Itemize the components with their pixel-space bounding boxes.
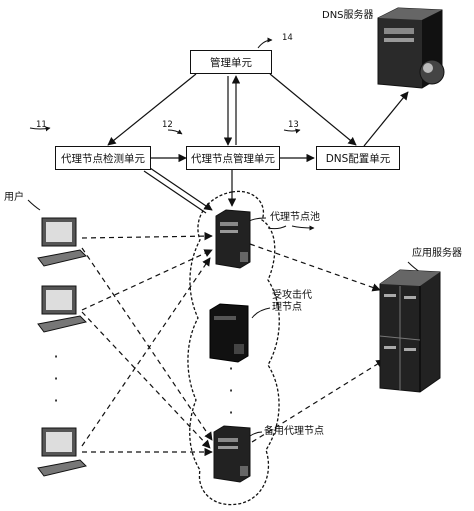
backup-proxy-node-server-icon	[213, 425, 251, 483]
proxy-detection-unit-box: 代理节点检测单元	[55, 146, 151, 170]
attacked-node-label: 受攻击代 理节点	[272, 290, 312, 313]
proxy-management-unit-box: 代理节点管理单元	[186, 146, 280, 170]
management-unit-box: 管理单元	[190, 50, 272, 74]
reference-leaders	[29, 37, 301, 135]
user-label: 用户	[4, 192, 24, 203]
proxy-pool-cloud	[187, 190, 280, 506]
ref-number-detection: 11	[36, 120, 47, 130]
application-server-icon	[379, 269, 441, 393]
dns-config-unit-box: DNS配置单元	[316, 146, 400, 170]
user-computer-icon	[37, 217, 87, 267]
dns-server-icon	[377, 7, 445, 89]
dns-server-label: DNS服务器	[322, 10, 374, 21]
user-computer-icon	[37, 427, 87, 477]
management-connections	[107, 73, 409, 214]
user-ellipsis: · · ·	[53, 347, 59, 410]
backup-node-label: 备用代理节点	[264, 426, 324, 437]
traffic-lines	[81, 231, 385, 457]
ref-number-management: 14	[282, 33, 293, 43]
proxy-ellipsis: · · ·	[228, 359, 234, 422]
attacked-proxy-node-server-icon	[209, 303, 249, 363]
ref-number-proxy-management: 12	[162, 120, 173, 130]
ref-number-dns-config: 13	[288, 120, 299, 130]
proxy-pool-label: 代理节点池	[270, 212, 320, 223]
app-server-label: 应用服务器	[412, 248, 462, 259]
proxy-node-server-icon	[215, 209, 251, 269]
user-computer-icon	[37, 285, 87, 333]
